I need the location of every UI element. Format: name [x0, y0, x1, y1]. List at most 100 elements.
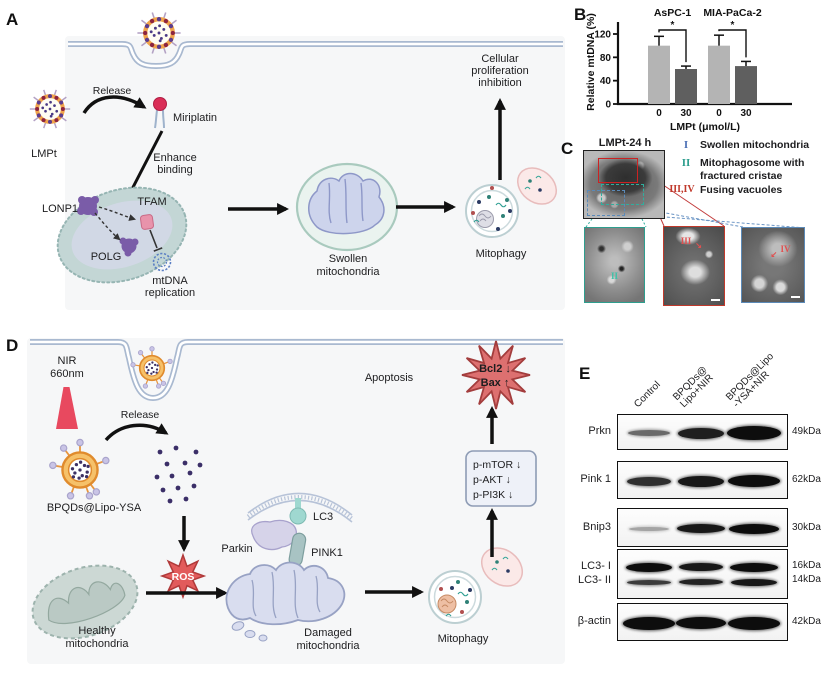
- healthy-label-2: mitochondria: [66, 638, 130, 650]
- miriplatin-head-icon: [153, 97, 167, 111]
- y-tick-label: 80: [600, 53, 612, 64]
- panel-b-label: B: [574, 5, 587, 24]
- signal-akt: p-AKT ↓: [473, 474, 511, 486]
- crop-arrow-iii-icon: ↘: [695, 241, 702, 251]
- miriplatin-tail-icon: [154, 109, 158, 129]
- bcl2-label: Bcl2 ↓: [479, 363, 511, 375]
- tem-roi-blue: [587, 190, 625, 216]
- tem-roi-red: [598, 158, 638, 183]
- blot-band: [676, 617, 726, 629]
- pink1-label: PINK1: [311, 547, 343, 559]
- outcome-label-3: inhibition: [478, 77, 521, 89]
- mitophagy-label: Mitophagy: [438, 633, 489, 645]
- lmpt-icon: [30, 90, 70, 128]
- x-tick-label: 30: [680, 108, 692, 119]
- swollen-mitochondrion-graphic: [295, 162, 399, 252]
- bar-AsPC-1-30: [675, 69, 697, 104]
- damaged-label-1: Damaged: [304, 627, 352, 639]
- panel-e-label: E: [579, 364, 591, 383]
- release-arrow: [82, 95, 147, 115]
- signal-mtor: p-mTOR ↓: [473, 459, 521, 471]
- panel-c-label: C: [561, 139, 574, 158]
- healthy-mitochondrion-graphic: [31, 564, 139, 640]
- mitophagy-graphic: [465, 167, 558, 238]
- lonp1-tfam-arrow: [98, 206, 137, 221]
- healthy-label-1: Healthy: [78, 625, 116, 637]
- scale-bar: [711, 299, 720, 301]
- blot-row-label: LC3- I: [581, 560, 611, 572]
- mtdna-icon: [152, 252, 172, 272]
- mitophagy-graphic: [428, 547, 524, 624]
- crop-numeral-iii: III: [680, 236, 692, 247]
- outcome-label-1: Cellular: [481, 53, 519, 65]
- bpqds-label: BPQDs@Lipo-YSA: [47, 502, 142, 514]
- blot-box-Prkn: [617, 414, 788, 450]
- miriplatin-label: Miriplatin: [173, 112, 217, 124]
- x-tick-label: 0: [716, 108, 722, 119]
- chart-axes: [616, 22, 792, 106]
- apoptosis-label: Apoptosis: [365, 372, 414, 384]
- y-tick-label: 40: [600, 76, 612, 87]
- lc3-label: LC3: [313, 511, 333, 523]
- blot-band: [627, 579, 671, 585]
- blot-box-Pink 1: [617, 461, 788, 499]
- lc3-icon: [289, 507, 307, 525]
- inhibition-line: [149, 229, 158, 249]
- blot-band: [677, 524, 725, 533]
- blot-band: [678, 427, 724, 439]
- lmpt-label: LMPt: [31, 148, 57, 160]
- lane-label-line: Control: [632, 379, 663, 410]
- blot-band: [626, 562, 672, 572]
- signaling-box: [465, 450, 537, 507]
- blot-box-LC3- I: [617, 549, 788, 599]
- lonp1-polg-arrow: [94, 212, 121, 241]
- nir-label-2: 660nm: [50, 368, 84, 380]
- legend-text-2: Mitophagosome with fractured cristae: [700, 157, 805, 182]
- release-label: Release: [93, 85, 132, 97]
- y-axis-label: Relative mtDNA (%): [585, 13, 597, 111]
- tem-title: LMPt-24 h: [598, 137, 652, 149]
- kda-label: 16kDa: [792, 560, 821, 571]
- mtdna-label-2: replication: [145, 287, 195, 299]
- kda-label: 62kDa: [792, 474, 821, 485]
- blot-row-label: β-actin: [577, 615, 611, 627]
- apoptosis-star-icon: [461, 340, 531, 410]
- nir-label-1: NIR: [58, 355, 77, 367]
- blot-band: [731, 578, 777, 586]
- blot-row-label: LC3- II: [577, 574, 611, 586]
- panel-d-label: D: [6, 336, 19, 355]
- released-bpqds-dots: [154, 445, 203, 504]
- group-title: MIA-PaCa-2: [703, 7, 762, 19]
- blot-band: [679, 579, 723, 585]
- cell-membrane-core: [30, 340, 563, 400]
- panel-d-diagram: NIR 660nm BPQDs@Lipo-YSA Release ROS Hea…: [27, 338, 565, 664]
- blot-band: [628, 430, 670, 436]
- blot-row-label: Prkn: [588, 425, 611, 437]
- enhance-label-1: Enhance: [153, 152, 196, 164]
- mtdna-label-1: mtDNA: [152, 275, 188, 287]
- tem-crop-fusing-vacuole-iii: III ↘: [663, 226, 725, 306]
- ros-star-icon: [159, 552, 207, 600]
- tem-crop-fusing-vacuole-iv: IV ↙: [741, 227, 805, 303]
- tfam-label: TFAM: [137, 196, 166, 208]
- blot-band: [679, 563, 723, 571]
- parkin-label: Parkin: [221, 543, 252, 555]
- blot-band: [623, 616, 675, 630]
- legend-numeral-3: III,IV: [669, 184, 695, 195]
- crop-numeral-iv: IV: [780, 244, 791, 255]
- sig-bracket: [718, 29, 747, 58]
- tem-crop-mitophagosome: II: [584, 227, 645, 303]
- crop-numeral-ii: II: [610, 270, 618, 281]
- sig-star: *: [671, 20, 675, 31]
- mtdna-inner-icon: [156, 256, 168, 268]
- nir-beam-icon: [56, 387, 78, 429]
- legend-numeral-2: II: [681, 157, 691, 169]
- lane-label: Control: [632, 379, 663, 410]
- enhance-binding-arrow: [126, 130, 164, 200]
- blot-row-label: Pink 1: [580, 473, 611, 485]
- signal-pi3k: p-PI3K ↓: [473, 489, 513, 501]
- blot-band: [728, 475, 780, 487]
- enhance-label-2: binding: [157, 164, 192, 176]
- x-tick-label: 0: [656, 108, 662, 119]
- swollen-label-1: Swollen: [329, 253, 368, 265]
